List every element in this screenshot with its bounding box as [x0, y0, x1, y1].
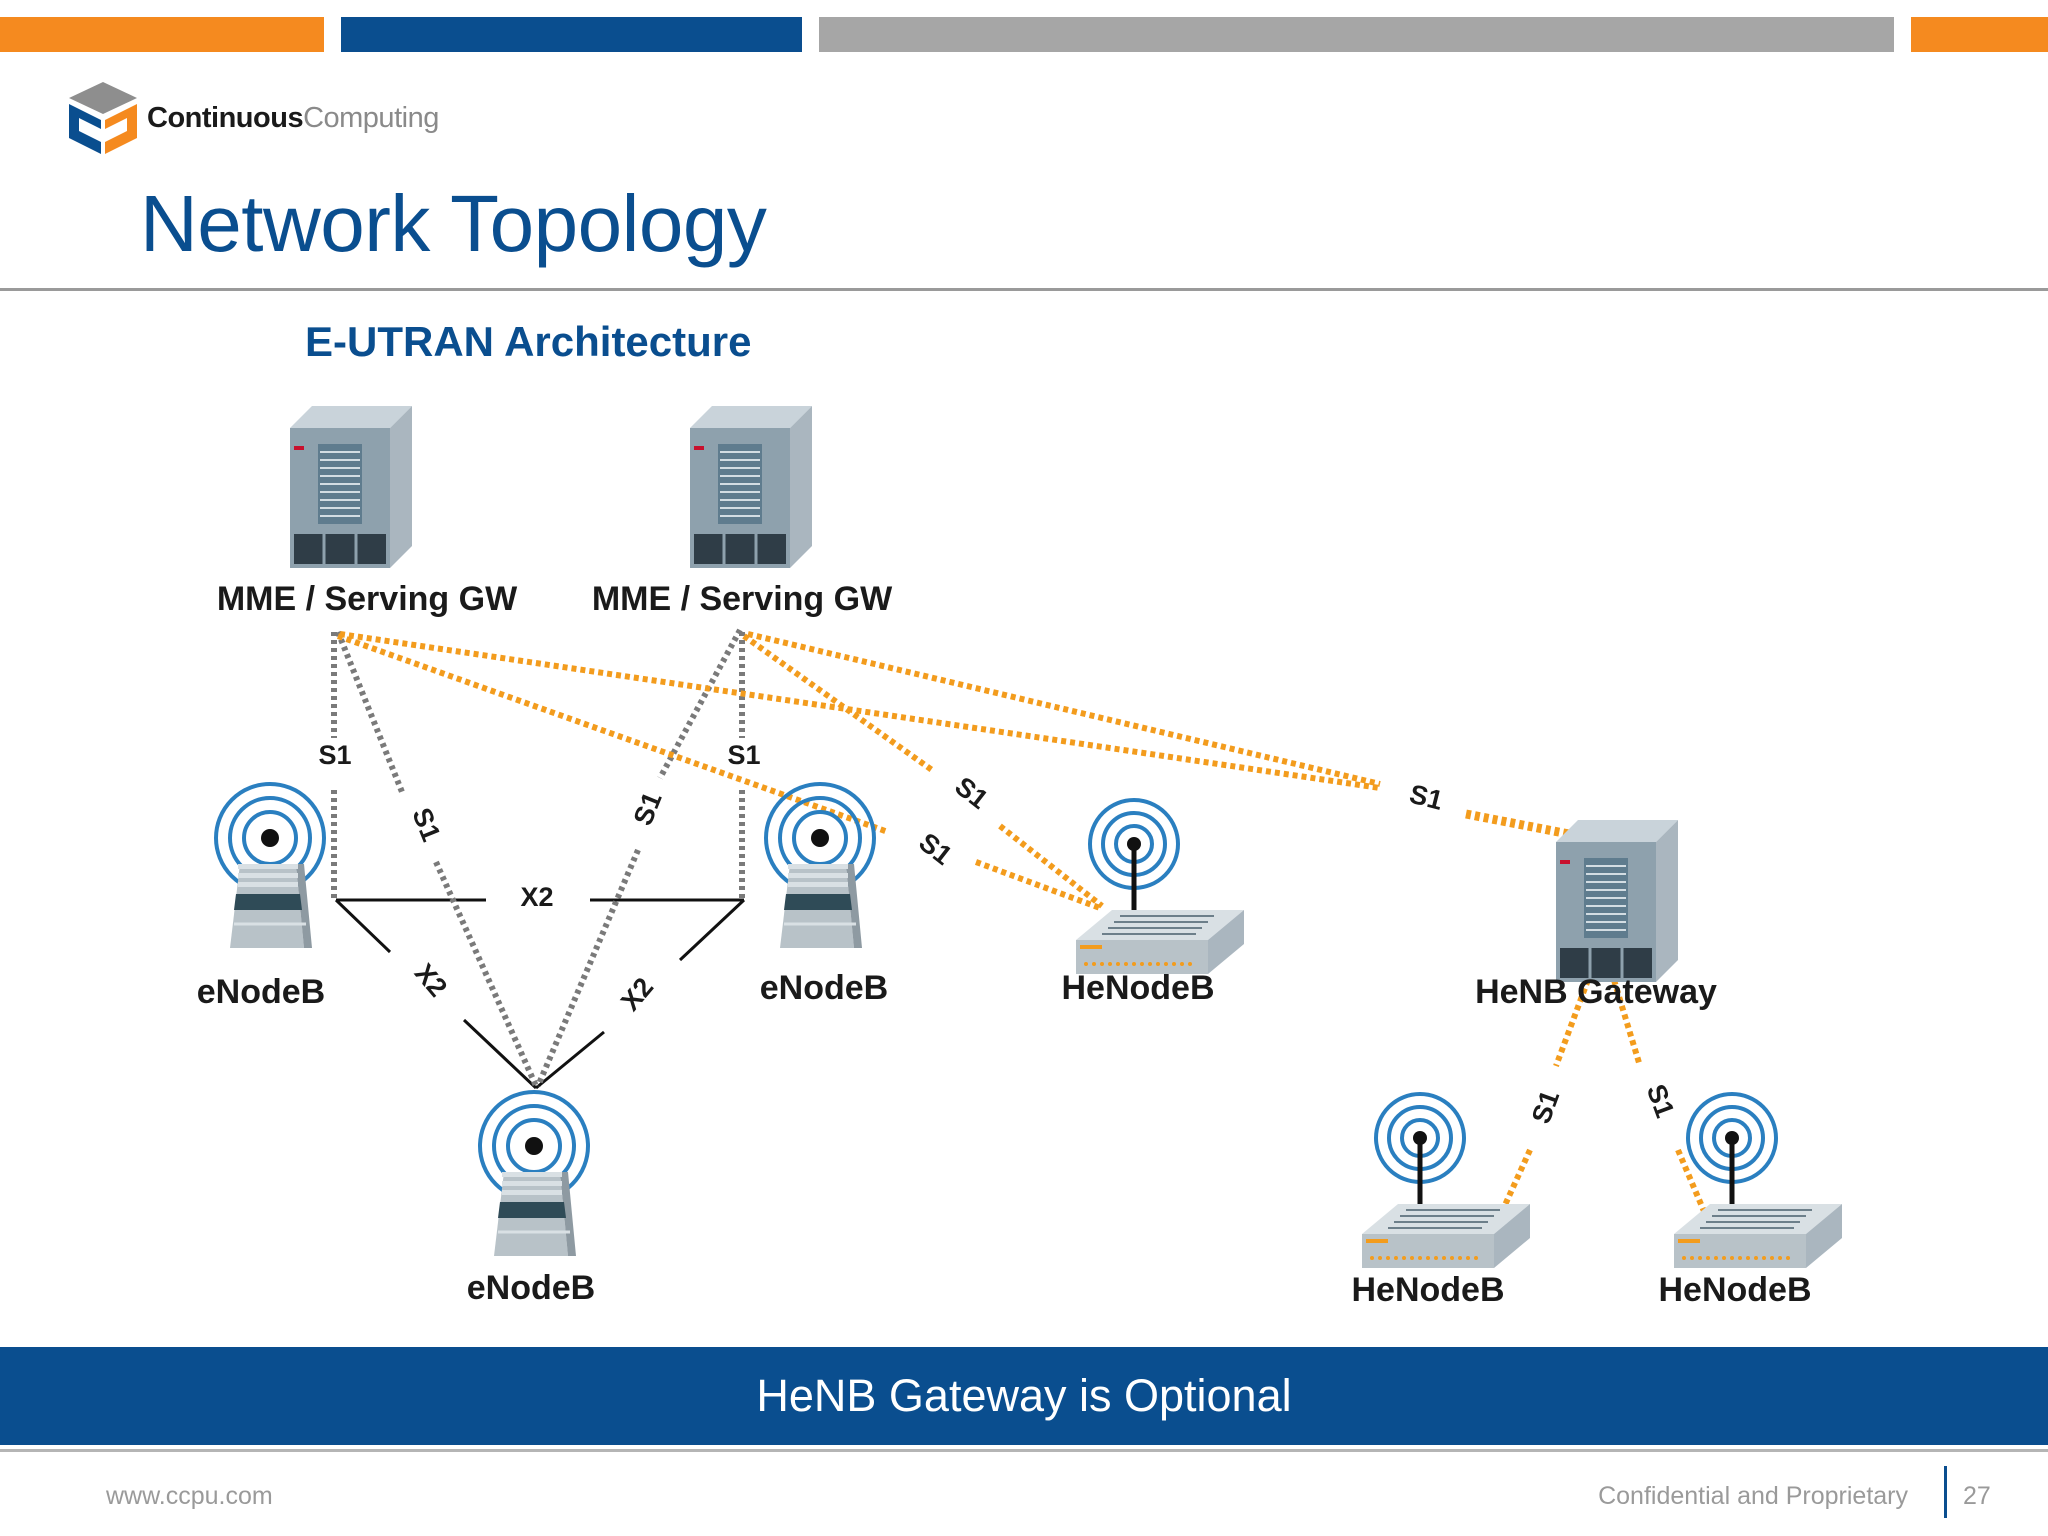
x2-link-right-upper	[678, 898, 746, 962]
s1-label-gateway-right: S1	[1641, 1080, 1680, 1121]
s1-link-henodeb-branch	[974, 859, 1102, 911]
enodeb-left-label: eNodeB	[197, 973, 325, 1011]
x2-label-left: X2	[409, 958, 453, 1003]
x2-label-top: X2	[520, 882, 553, 912]
enodeb-bottom-label: eNodeB	[467, 1269, 595, 1307]
henb-gateway-label: HeNB Gateway	[1475, 973, 1717, 1011]
logo-text-bold: Continuous	[147, 102, 304, 134]
footer-separator	[1944, 1466, 1947, 1518]
footer-confidential: Confidential and Proprietary	[1598, 1482, 1908, 1510]
s1-eutran-links	[331, 628, 745, 1088]
x2-link-left-upper	[334, 898, 392, 954]
s1-link-mme1-gateway	[339, 631, 1381, 791]
mme-2-label: MME / Serving GW	[592, 580, 893, 618]
mme-serving-gw-1-icon	[288, 404, 414, 570]
henb-gateway-icon	[1554, 818, 1680, 984]
s1-link-mme2-henodeb-lower	[998, 823, 1104, 909]
optional-gateway-banner	[0, 1347, 2048, 1445]
title-divider	[0, 288, 2048, 291]
s1-label-mme2-diagonal: S1	[628, 788, 668, 830]
enodeb-center-icon	[764, 782, 876, 950]
s1-henb-links	[336, 631, 1709, 1218]
footer-website: www.ccpu.com	[106, 1482, 273, 1510]
s1-link-gateway-entry	[1465, 809, 1611, 847]
enodeb-bottom-icon	[478, 1090, 590, 1258]
header-bar-orange-left	[0, 17, 324, 52]
enodeb-center-label: eNodeB	[760, 969, 888, 1007]
s1-link-mme2-bottom-lower	[535, 848, 641, 1088]
x2-label-right: X2	[615, 972, 659, 1017]
henodeb-bottom-right-icon	[1674, 1094, 1842, 1268]
continuous-computing-logo-icon	[69, 82, 137, 154]
s1-label-mme1-vertical: S1	[318, 740, 351, 770]
logo-text-light: Computing	[303, 102, 439, 134]
mme-serving-gw-2-icon	[688, 404, 814, 570]
header-bar-blue	[341, 17, 802, 52]
x2-link-right-lower	[535, 1030, 605, 1090]
x2-links	[334, 898, 746, 1090]
s1-link-gateway-left-upper	[1553, 978, 1591, 1068]
s1-label-mme2-vertical: S1	[727, 740, 760, 770]
s1-link-gateway-left-lower	[1497, 1148, 1533, 1218]
x2-link-left-lower	[462, 1018, 538, 1090]
henodeb-bottom-right-label: HeNodeB	[1658, 1271, 1811, 1309]
henodeb-bottom-left-label: HeNodeB	[1351, 1271, 1504, 1309]
s1-link-gateway-right-lower	[1675, 1148, 1709, 1218]
henodeb-center-label: HeNodeB	[1061, 969, 1214, 1007]
henodeb-bottom-left-icon	[1362, 1094, 1530, 1268]
header-bar-orange-right	[1911, 17, 2048, 52]
enodeb-left-icon	[214, 782, 326, 950]
page-title: Network Topology	[140, 179, 767, 268]
s1-label-mme1-diagonal: S1	[406, 804, 446, 846]
s1-label-gateway-left: S1	[1526, 1086, 1565, 1127]
s1-link-mme1-henodeb	[336, 633, 890, 835]
s1-link-mme1-bottom-lower	[433, 860, 539, 1088]
henodeb-center-icon	[1076, 800, 1244, 974]
logo-wordmark: ContinuousComputing	[147, 102, 439, 135]
s1-link-mme2-henodeb-upper	[742, 633, 934, 773]
header-bar-gray	[819, 17, 1894, 52]
banner-text: HeNB Gateway is Optional	[756, 1370, 1292, 1421]
s1-label-henodeb-upper: S1	[949, 771, 993, 815]
footer-divider	[0, 1449, 2048, 1452]
mme-1-label: MME / Serving GW	[217, 580, 518, 618]
s1-label-henodeb-lower: S1	[913, 827, 957, 871]
s1-label-gateway: S1	[1407, 779, 1446, 816]
page-number: 27	[1963, 1482, 1991, 1510]
s1-link-mme2-gateway	[747, 631, 1381, 787]
s1-link-gateway-right-upper	[1611, 979, 1643, 1067]
diagram-subtitle: E-UTRAN Architecture	[305, 318, 752, 365]
